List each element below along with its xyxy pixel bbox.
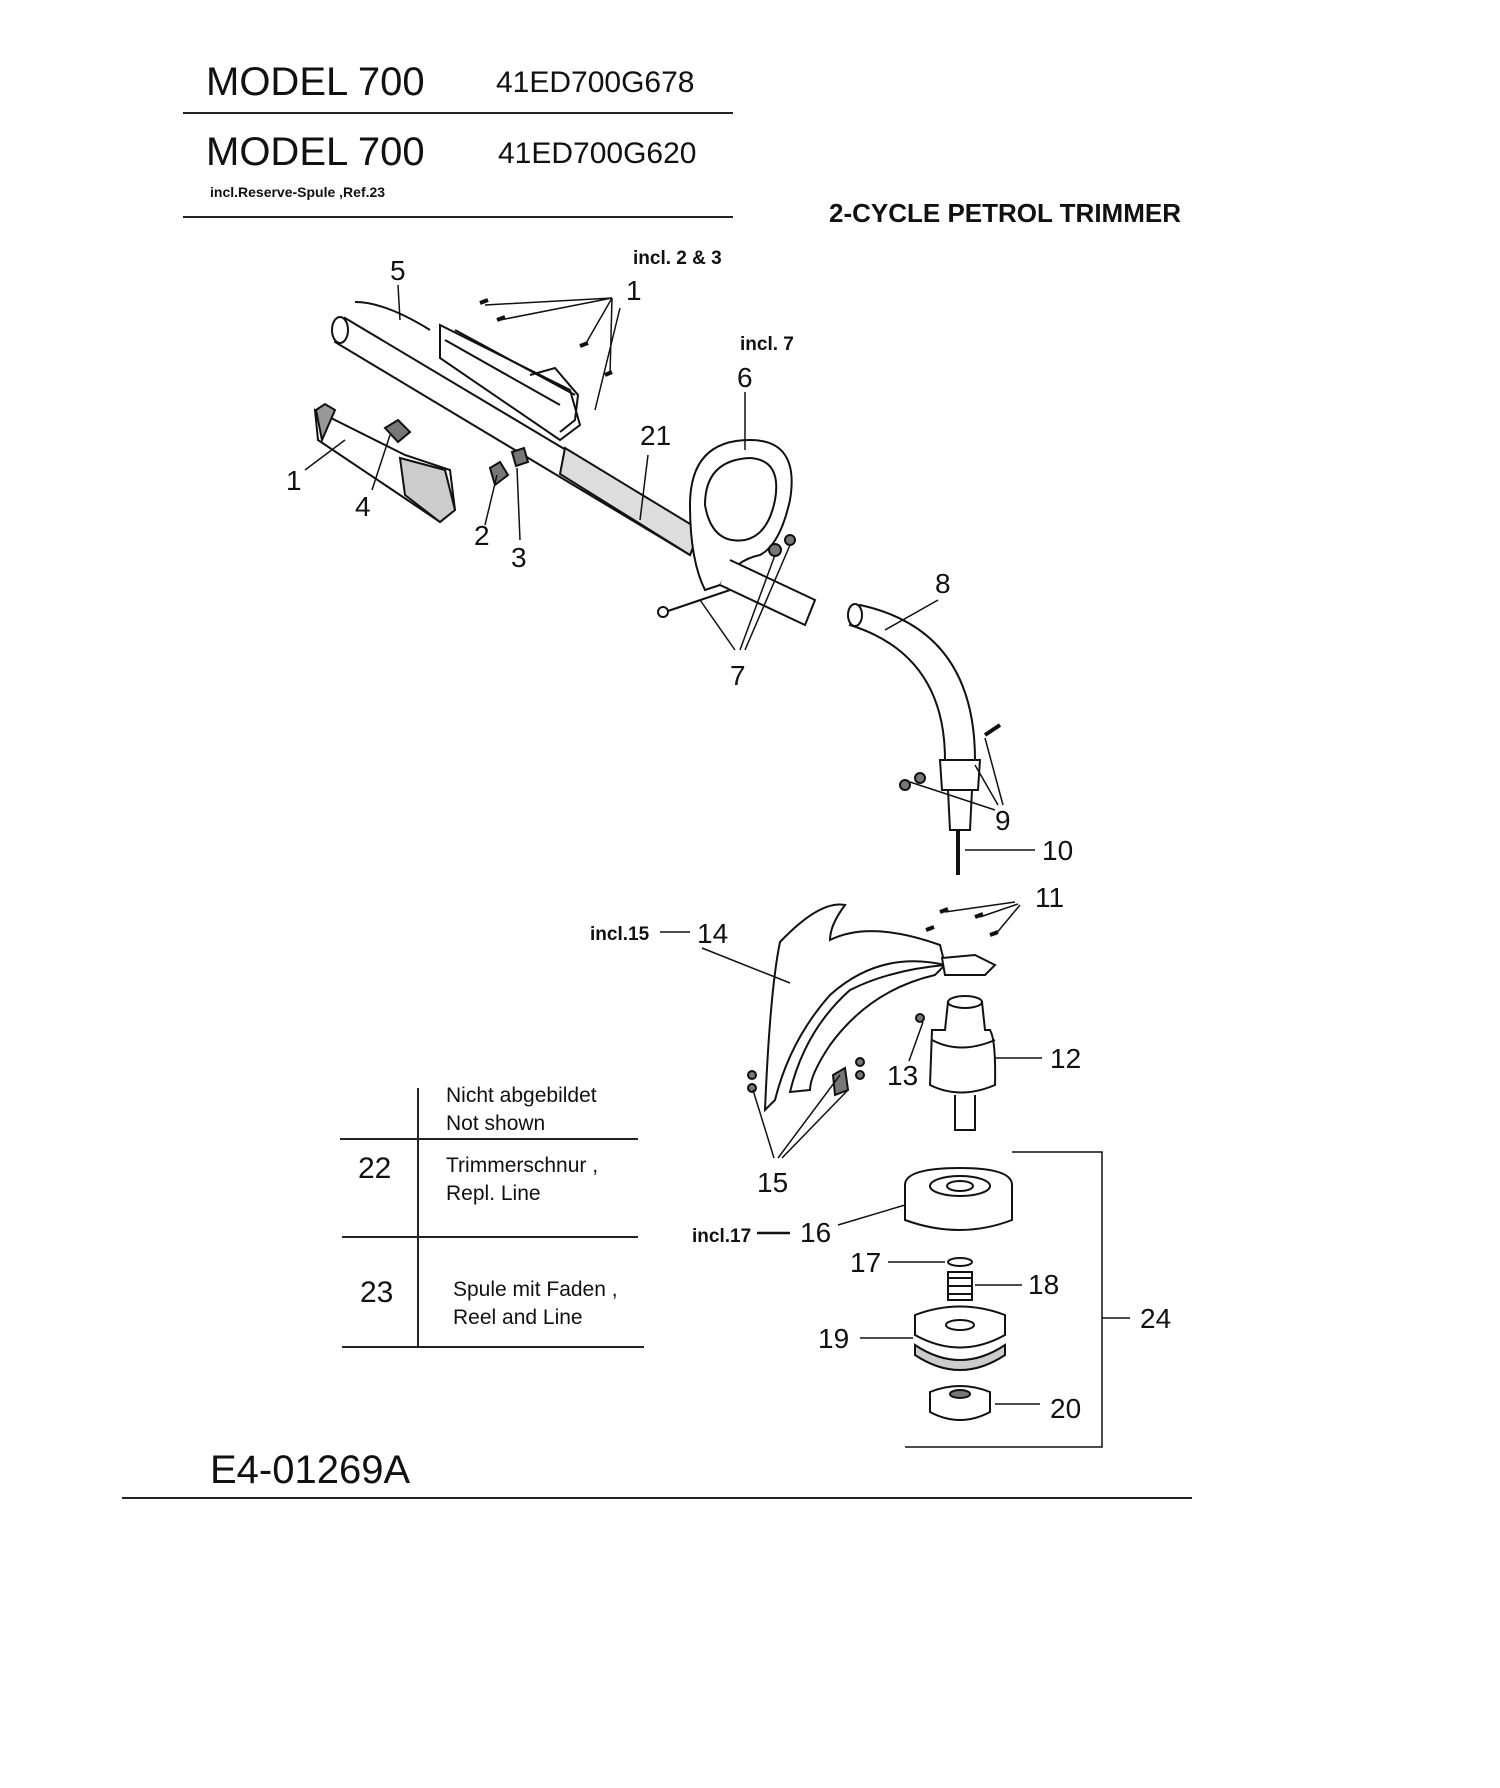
table-row-23-en: Reel and Line [453,1306,583,1329]
table-ref-23: 23 [360,1276,394,1309]
table-header-de: Nicht abgebildet [446,1084,597,1107]
model-code-2: 41ED700G620 [498,137,697,170]
table-row-22-de: Trimmerschnur , [446,1154,599,1177]
callout-11: 11 [1035,882,1064,913]
callout-12: 12 [1050,1043,1081,1074]
table-row-22-en: Repl. Line [446,1182,541,1205]
table-header-en: Not shown [446,1112,546,1135]
callout-1-left: 1 [286,465,302,496]
callout-5: 5 [390,255,406,286]
callout-19: 19 [818,1323,849,1354]
table-row-22: Trimmerschnur , Repl. Line [446,1152,598,1208]
model-code-1: 41ED700G678 [496,66,695,99]
callout-7: 7 [730,660,746,691]
document-id: E4-01269A [210,1448,411,1492]
note-incl-15: incl.15 [590,924,650,945]
note-incl-2-3: incl. 2 & 3 [633,248,722,269]
callout-20: 20 [1050,1393,1081,1424]
callout-3: 3 [511,542,527,573]
callout-17: 17 [850,1247,881,1278]
table-divider-vertical [417,1088,419,1346]
header-rule-2 [183,216,733,218]
model-name-1: MODEL 700 [206,60,425,104]
loop-handle [657,438,817,627]
table-row-23: Spule mit Faden , Reel and Line [453,1276,618,1332]
header-rule-1 [183,112,733,114]
trimmer-head [904,1166,1013,1421]
table-ref-22: 22 [358,1152,392,1185]
callout-2: 2 [474,520,490,551]
callout-10: 10 [1042,835,1073,866]
callout-15: 15 [757,1167,788,1198]
table-rule-2 [342,1236,638,1238]
table-rule-3 [342,1346,644,1348]
callout-18: 18 [1028,1269,1059,1300]
table-header: Nicht abgebildet Not shown [446,1082,597,1138]
gearhead [915,995,997,1131]
callout-1-top: 1 [626,275,642,306]
footer-rule [122,1497,1192,1499]
grass-guard [747,903,999,1113]
callout-9: 9 [995,805,1011,836]
callout-6: 6 [737,362,753,393]
lower-bent-shaft [847,603,1002,875]
callout-4: 4 [355,491,371,522]
callout-8: 8 [935,568,951,599]
table-rule-1 [340,1138,638,1140]
diagram-subtitle: 2-CYCLE PETROL TRIMMER [829,198,1181,228]
callout-16: 16 [800,1217,831,1248]
callout-13: 13 [887,1060,918,1091]
callout-21: 21 [640,420,671,451]
note-incl-17: incl.17 [692,1226,751,1247]
model-note: incl.Reserve-Spule ,Ref.23 [210,184,386,200]
callout-14: 14 [697,918,728,949]
table-row-23-de: Spule mit Faden , [453,1278,618,1301]
callout-24: 24 [1140,1303,1171,1334]
upper-shaft-assembly [313,298,702,557]
note-incl-7: incl. 7 [740,334,794,355]
model-name-2: MODEL 700 [206,130,425,174]
leader-lines [304,284,1130,1448]
